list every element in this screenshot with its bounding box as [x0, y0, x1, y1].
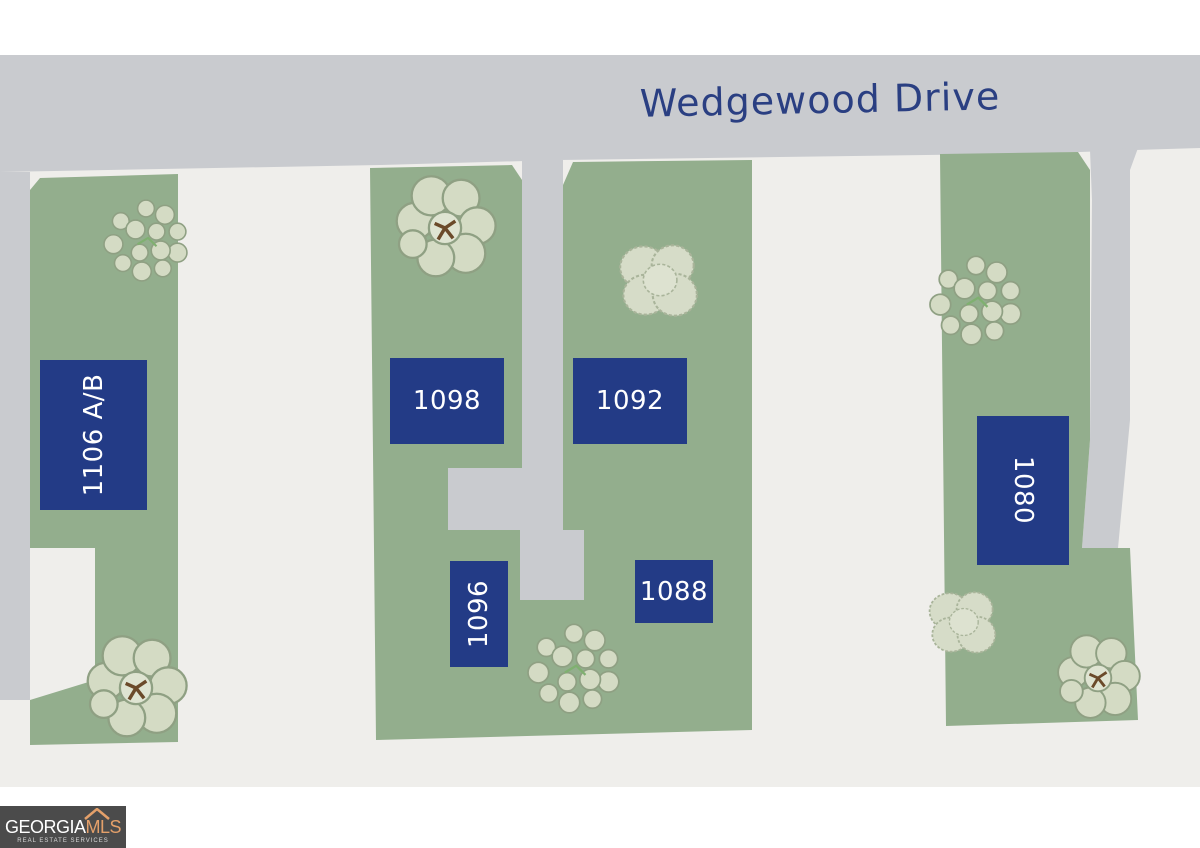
lot-1092: 1092 [573, 358, 687, 444]
building-footprint [573, 358, 687, 444]
street-name-label: Wedgewood Drive [639, 74, 1000, 126]
georgia-mls-logo: GEORGIAMLS REAL ESTATE SERVICES [0, 806, 126, 848]
logo-brand-main: GEORGIA [4, 817, 86, 837]
lot-label: 1106 A/B [79, 374, 109, 497]
left-side-driveway [0, 172, 30, 700]
wedgewood-drive-road [0, 55, 1200, 172]
building-footprint [635, 560, 713, 623]
building-footprint [977, 416, 1069, 565]
lot-1106-ab: 1106 A/B [40, 360, 147, 510]
house-roof-icon [84, 808, 110, 820]
lot-1096: 1096 [450, 561, 508, 667]
lot-label: 1092 [596, 386, 664, 416]
building-footprint [450, 561, 508, 667]
logo-brand-accent: MLS [85, 817, 122, 837]
lot-label: 1098 [413, 386, 481, 416]
lot-1098: 1098 [390, 358, 504, 444]
lot-label: 1096 [464, 580, 494, 648]
building-footprint [40, 360, 147, 510]
lot-1080: 1080 [977, 416, 1069, 565]
tree-icon [619, 244, 698, 317]
right-driveway [1082, 148, 1138, 548]
building-footprint [390, 358, 504, 444]
lot-1088: 1088 [635, 560, 713, 623]
logo-tagline: REAL ESTATE SERVICES [17, 838, 109, 844]
lot-label: 1080 [1008, 456, 1038, 524]
tree-icon [928, 591, 997, 654]
logo-brand: GEORGIAMLS [2, 817, 124, 838]
lot-label: 1088 [640, 577, 708, 607]
